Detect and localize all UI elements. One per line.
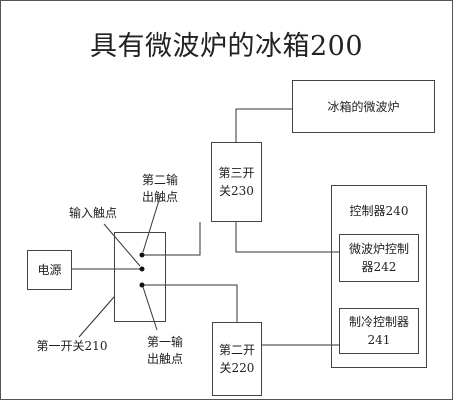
microwave-controller-box: 微波炉控制 器242	[339, 234, 419, 282]
second-switch-label: 第二开 关220	[218, 343, 255, 375]
third-switch-label: 第三开 关230	[218, 166, 255, 198]
line-switch3-to-microwave	[235, 108, 292, 142]
first-output-contact-label: 第一输 出触点	[146, 335, 183, 366]
leader-first-output	[142, 286, 158, 331]
contact-point-second-output	[139, 252, 145, 258]
first-switch-label: 第一开关210	[36, 339, 108, 353]
microwave-box: 冰箱的微波炉	[292, 80, 435, 133]
leader-second-output	[142, 196, 161, 253]
contact-point-input	[139, 266, 145, 272]
second-output-contact-label: 第二输 出触点	[141, 173, 178, 204]
diagram-title: 具有微波炉的冰箱200	[89, 31, 364, 62]
leader-input-contact	[103, 223, 141, 267]
third-switch-box: 第三开 关230	[211, 142, 262, 222]
input-contact-label: 输入触点	[68, 206, 117, 220]
contact-point-first-output	[139, 282, 145, 288]
line-contact-to-switch3	[142, 222, 201, 256]
microwave-label: 冰箱的微波炉	[327, 99, 400, 114]
line-contact-to-switch2	[142, 284, 238, 322]
power-box: 电源	[27, 250, 72, 290]
line-switch3-to-microwave-controller	[235, 222, 339, 253]
leader-first-switch	[78, 296, 115, 338]
cooling-controller-label: 制冷控制器 241	[348, 315, 409, 347]
microwave-controller-label: 微波炉控制 器242	[348, 242, 409, 274]
first-switch-box	[114, 232, 166, 322]
controller-box	[331, 185, 427, 368]
power-label: 电源	[37, 263, 62, 277]
cooling-controller-box: 制冷控制器 241	[339, 308, 419, 354]
second-switch-box: 第二开 关220	[212, 322, 262, 396]
controller-label: 控制器240	[349, 204, 409, 218]
